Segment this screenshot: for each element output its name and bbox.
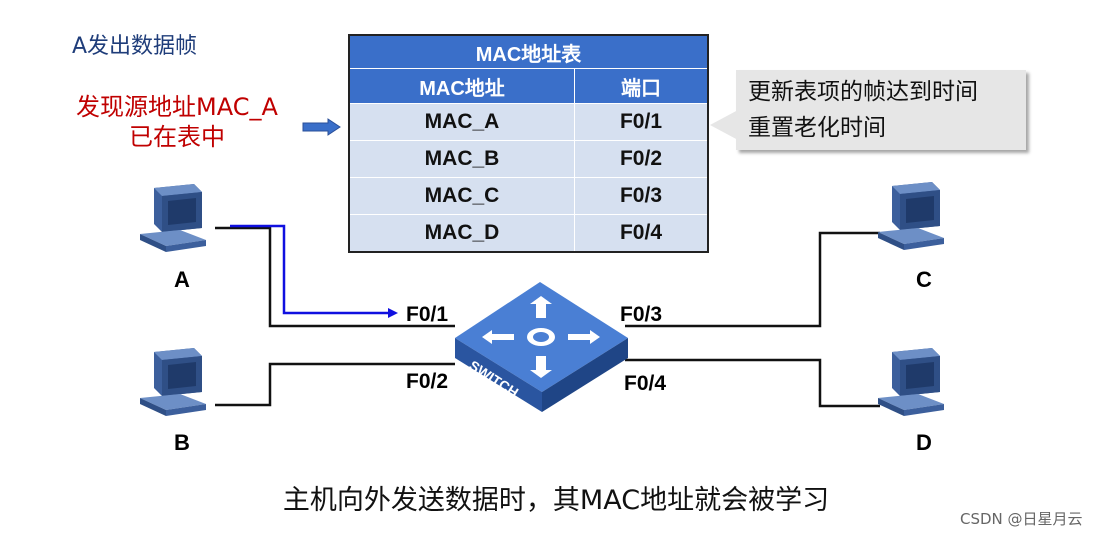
diagram-title: A发出数据帧 — [72, 34, 198, 59]
host-label-b: B — [174, 430, 190, 455]
table-title: MAC地址表 — [348, 34, 709, 69]
host-c-computer-icon — [878, 182, 944, 250]
table-row: MAC_D F0/4 — [348, 214, 709, 253]
mac-cell: MAC_A — [348, 103, 575, 141]
watermark: CSDN @日星月云 — [960, 510, 1083, 528]
callout-line-1: 更新表项的帧达到时间 — [748, 79, 978, 105]
cable-c — [625, 231, 880, 328]
port-label-f04: F0/4 — [624, 372, 666, 395]
cable-d — [625, 358, 880, 408]
callout-pointer-icon — [710, 110, 738, 140]
note-line-1: 发现源地址MAC_A — [76, 93, 278, 121]
caption: 主机向外发送数据时，其MAC地址就会被学习 — [282, 485, 830, 516]
host-label-a: A — [174, 267, 190, 292]
note-line-2: 已在表中 — [129, 123, 225, 151]
cable-b — [215, 362, 455, 407]
column-header-mac: MAC地址 — [348, 68, 575, 104]
table-row: MAC_A F0/1 — [348, 103, 709, 141]
cable-a — [215, 226, 455, 328]
host-a-computer-icon — [140, 184, 206, 252]
port-label-f02: F0/2 — [406, 370, 448, 393]
source-mac-note: 发现源地址MAC_A 已在表中 — [66, 92, 288, 152]
port-cell: F0/2 — [574, 140, 709, 178]
mac-cell: MAC_B — [348, 140, 575, 178]
host-d-computer-icon — [878, 348, 944, 416]
host-label-d: D — [916, 430, 932, 455]
callout-line-2: 重置老化时间 — [748, 115, 886, 141]
flow-arrowhead-icon — [388, 308, 398, 318]
port-cell: F0/4 — [574, 214, 709, 253]
mac-cell: MAC_C — [348, 177, 575, 215]
frame-flow-path — [230, 224, 390, 315]
port-cell: F0/1 — [574, 103, 709, 141]
host-label-c: C — [916, 267, 932, 292]
port-cell: F0/3 — [574, 177, 709, 215]
port-label-f01: F0/1 — [406, 303, 448, 326]
mac-cell: MAC_D — [348, 214, 575, 253]
mac-address-table: MAC地址表 MAC地址 端口 MAC_A F0/1 MAC_B F0/2 MA… — [348, 34, 709, 253]
table-row: MAC_C F0/3 — [348, 177, 709, 215]
column-header-port: 端口 — [574, 68, 709, 104]
table-row: MAC_B F0/2 — [348, 140, 709, 178]
callout-box: 更新表项的帧达到时间 重置老化时间 — [736, 70, 1026, 150]
arrow-right-icon — [302, 118, 341, 136]
switch-icon: SWITCH — [455, 282, 628, 412]
host-b-computer-icon — [140, 348, 206, 416]
port-label-f03: F0/3 — [620, 303, 662, 326]
